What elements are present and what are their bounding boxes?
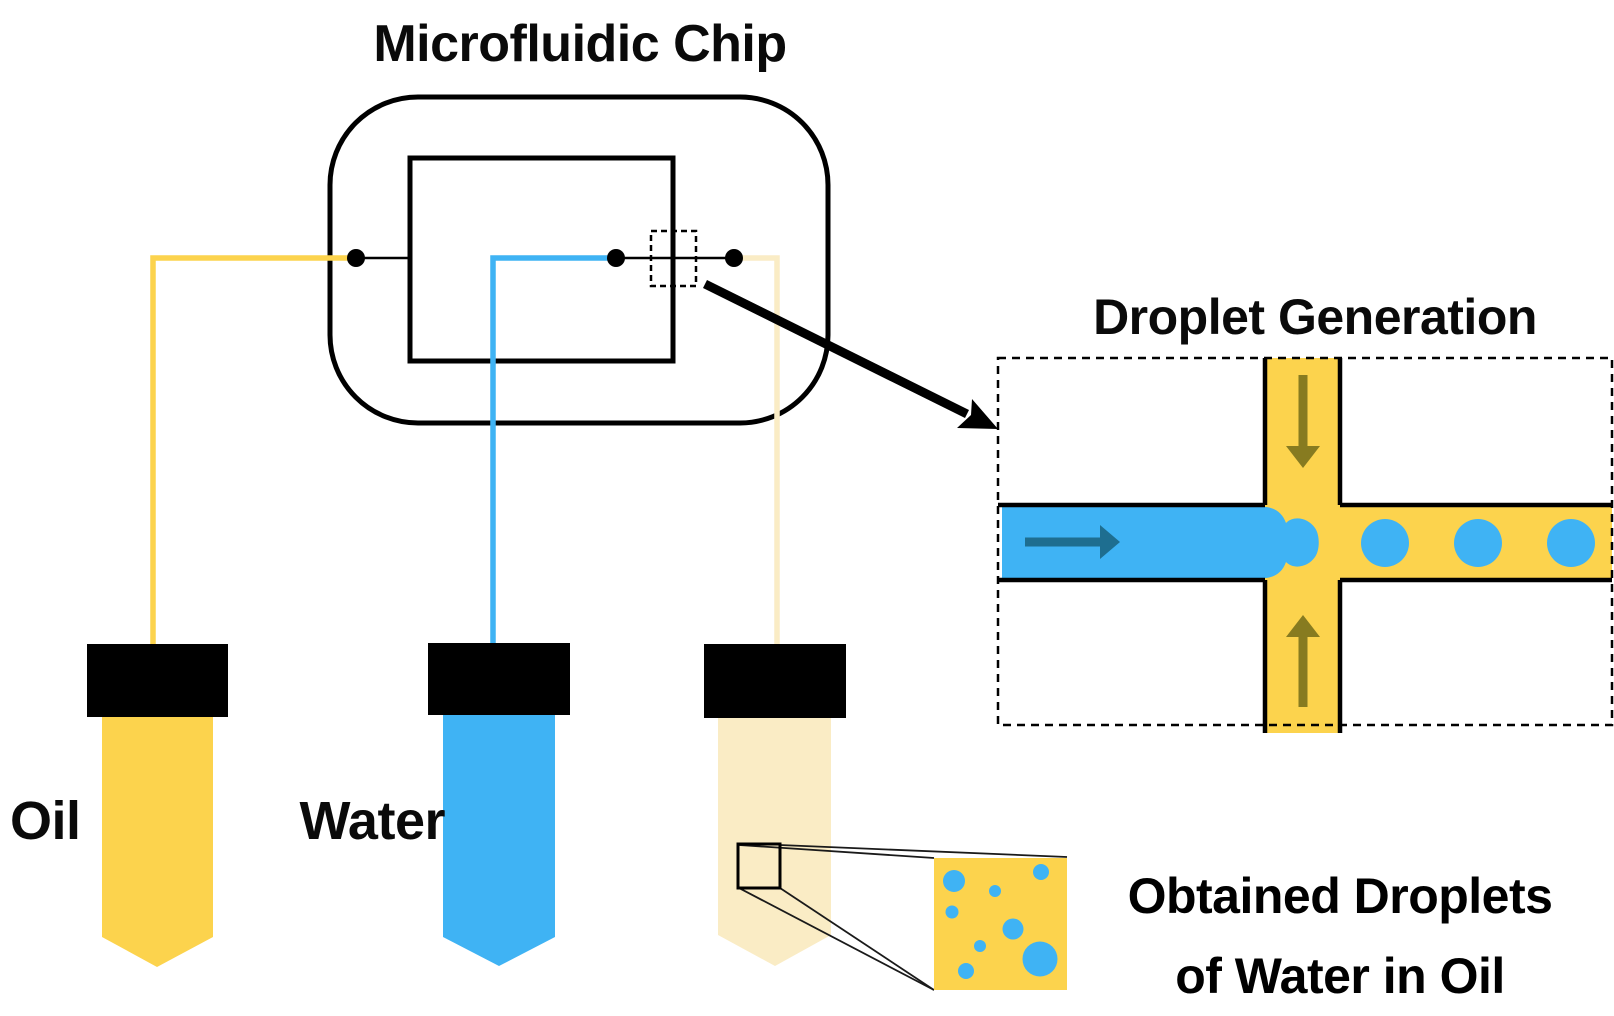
water-droplet bbox=[974, 940, 986, 952]
water-droplet bbox=[1033, 864, 1049, 880]
output-tube-cap bbox=[704, 644, 846, 718]
water-tube bbox=[428, 643, 570, 966]
oil-flow-up-icon bbox=[1286, 615, 1320, 707]
zoom-arrow-icon bbox=[702, 279, 998, 429]
sample-magnification bbox=[736, 842, 1068, 991]
output-tube-body bbox=[718, 718, 831, 966]
diagram-title: Microfluidic Chip bbox=[373, 15, 787, 73]
water-droplet bbox=[1022, 941, 1058, 977]
sample-zoom-box bbox=[736, 842, 782, 890]
channel-droplet bbox=[1454, 519, 1502, 567]
junction-zoom-box bbox=[649, 229, 698, 288]
output-caption-line2: of Water in Oil bbox=[1175, 948, 1505, 1004]
water-inlet-port bbox=[607, 249, 625, 267]
channel-droplet bbox=[1361, 519, 1409, 567]
inset-title: Droplet Generation bbox=[1093, 289, 1537, 345]
water-tubing-line bbox=[490, 255, 616, 645]
water-flow-right-icon bbox=[1025, 525, 1120, 559]
water-droplet bbox=[1002, 918, 1024, 940]
oil-tube bbox=[87, 644, 228, 967]
oil-inlet-port bbox=[347, 249, 365, 267]
water-droplet bbox=[958, 963, 974, 979]
output-caption-line1: Obtained Droplets bbox=[1127, 868, 1553, 924]
oil-flow-down-icon bbox=[1286, 375, 1320, 468]
output-tubing-line bbox=[734, 255, 780, 646]
droplet-generation-inset bbox=[996, 356, 1614, 733]
outlet-port bbox=[725, 249, 743, 267]
inset-dashed-border bbox=[996, 356, 1614, 727]
oil-tubing-line bbox=[150, 255, 356, 646]
water-tube-cap bbox=[428, 643, 570, 715]
chip-inner-channel-loop bbox=[407, 155, 676, 364]
water-tube-body bbox=[443, 715, 555, 966]
channel-droplet bbox=[1547, 519, 1595, 567]
water-stream bbox=[1002, 507, 1319, 578]
water-label: Water bbox=[299, 791, 445, 851]
channel-walls bbox=[998, 358, 1612, 733]
oil-label: Oil bbox=[10, 791, 81, 851]
oil-tube-body bbox=[102, 717, 213, 967]
oil-tube-cap bbox=[87, 644, 228, 717]
magnified-emulsion-square bbox=[934, 858, 1067, 990]
output-caption: Obtained Droplets of Water in Oil bbox=[1080, 856, 1600, 1016]
water-droplet bbox=[943, 870, 965, 892]
water-droplet bbox=[989, 885, 1001, 897]
water-droplet bbox=[945, 905, 959, 919]
